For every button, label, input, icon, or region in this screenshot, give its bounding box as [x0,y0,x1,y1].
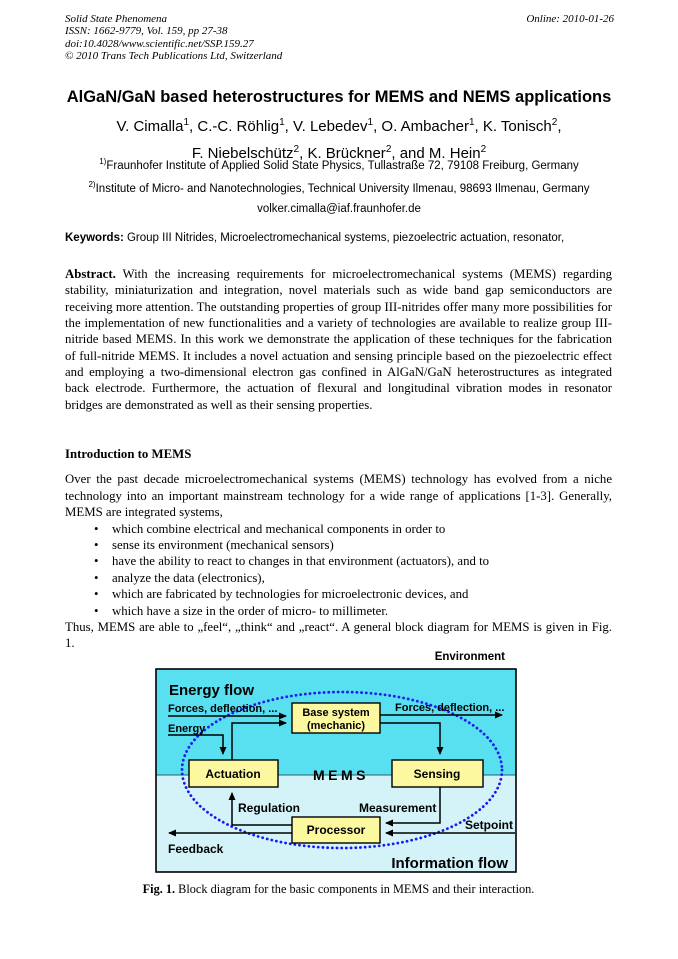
doi-line: doi:10.4028/www.scientific.net/SSP.159.2… [65,37,254,50]
mems-boundary-ellipse [180,690,504,850]
actuation-label: Actuation [205,767,260,781]
journal-name: Solid State Phenomena [65,13,168,25]
arrow-energy-to-actuation [168,734,227,755]
energy-flow-label: Energy flow [169,682,254,699]
forces-left-label: Forces, deflection, ... [168,703,277,715]
caption-text: Block diagram for the basic components i… [175,882,535,896]
introduction-section: Introduction to MEMS Over the past decad… [65,446,612,652]
list-item-text: which have a size in the order of micro-… [112,603,389,618]
caption-label: Fig. 1. [142,882,176,896]
online-date: Online: 2010-01-26 [526,13,614,25]
abstract-label: Abstract. [65,267,116,281]
abstract-paragraph: Abstract. With the increasing requiremen… [65,266,612,413]
measurement-label: Measurement [359,801,436,815]
sensing-box [391,759,484,788]
arrow-actuation-to-base [231,719,287,760]
list-item: • which have a size in the order of micro… [65,603,612,619]
regulation-label: Regulation [238,801,300,815]
issn-line: ISSN: 1662-9779, Vol. 159, pp 27-38 [65,25,228,38]
list-item: • sense its environment (mechanical senso… [65,537,612,553]
bullet-icon: • [94,538,99,553]
abstract-text: With the increasing requirements for mic… [65,267,612,412]
contact-email: volker.cimalla@iaf.fraunhofer.de [257,203,421,215]
mems-block-diagram: Energy flow Forces, deflection, ... Forc… [155,668,517,873]
figure-caption: Fig. 1. Block diagram for the basic comp… [65,882,612,897]
information-flow-label: Information flow [391,855,508,872]
keywords-text: Group III Nitrides, Microelectromechanic… [123,232,565,244]
copyright-line: © 2010 Trans Tech Publications Ltd, Swit… [65,50,283,63]
bullet-list: • which combine electrical and mechanical… [65,521,612,619]
list-item-text: have the ability to react to changes in … [112,554,490,569]
mems-label: MEMS [313,767,369,783]
list-item-text: which are fabricated by technologies for… [112,587,469,602]
base-system-label-2: (mechanic) [307,720,365,732]
authors-line-2: F. Niebelschütz2, K. Brückner2, and M. H… [191,143,487,162]
feedback-label: Feedback [168,842,224,856]
arrow-measurement [385,787,441,827]
keywords-line: Keywords: Group III Nitrides, Microelect… [65,232,612,244]
affiliation-1: 1)Fraunhofer Institute of Applied Solid … [99,157,579,172]
list-item: • which are fabricated by technologies fo… [65,586,612,602]
list-item: • analyze the data (electronics), [65,570,612,586]
environment-label: Environment [434,651,505,663]
bullet-icon: • [94,554,99,569]
base-system-label-1: Base system [302,707,369,719]
paper-title: AlGaN/GaN based heterostructures for MEM… [66,88,612,106]
processor-box [291,816,381,844]
arrow-regulation [228,792,292,826]
intro-paragraph: Over the past decade microelectromechani… [65,472,612,520]
list-item-text: sense its environment (mechanical sensor… [112,538,334,553]
authors-line-1: V. Cimalla1, C.-C. Röhlig1, V. Lebedev1,… [116,117,562,135]
list-item-text: analyze the data (electronics), [112,570,265,585]
forces-right-label: Forces, deflection, ... [395,702,504,714]
list-item-text: which combine electrical and mechanical … [112,521,446,536]
figure-1: Environment Ene [155,651,517,878]
arrow-base-to-sensing [380,722,444,755]
sensing-label: Sensing [414,767,461,781]
authors-block: V. Cimalla1, C.-C. Röhlig1, V. Lebedev1,… [30,112,648,165]
bullet-icon: • [94,570,99,585]
setpoint-label: Setpoint [465,818,513,832]
actuation-box [188,759,279,788]
affiliation-2: 2)Institute of Micro- and Nanotechnologi… [88,180,590,195]
journal-header: Solid State Phenomena ISSN: 1662-9779, V… [65,13,614,63]
closing-paragraph: Thus, MEMS are able to „feel“, „think“ a… [65,620,612,651]
list-item: • have the ability to react to changes in… [65,553,612,569]
processor-label: Processor [307,823,366,837]
figure-border [155,668,517,873]
bullet-icon: • [94,587,99,602]
section-heading: Introduction to MEMS [65,447,192,461]
base-system-box [291,702,381,734]
list-item: • which combine electrical and mechanical… [65,521,612,537]
energy-label: Energy [168,723,206,735]
keywords-label: Keywords: [65,232,124,244]
bullet-icon: • [94,603,99,618]
bullet-icon: • [94,521,99,536]
